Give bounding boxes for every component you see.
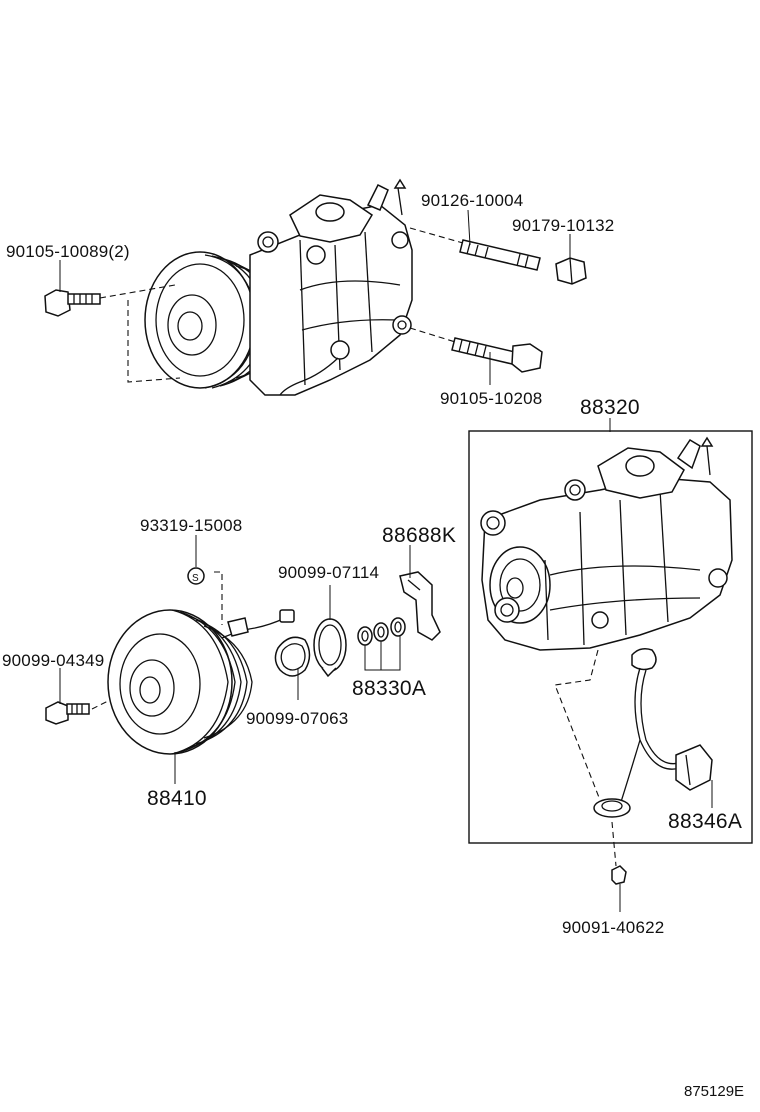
- bolt-clutch-drawing: [45, 701, 90, 725]
- label-snap-ring: 90099-07114: [278, 563, 379, 582]
- o-rings-drawing: [357, 617, 406, 646]
- label-bracket: 88688K: [382, 524, 456, 547]
- label-nut-top: 90179-10132: [512, 216, 614, 235]
- label-o-rings: 88330A: [352, 677, 426, 700]
- plug-drawing: S: [187, 567, 205, 585]
- label-plug: 93319-15008: [140, 516, 242, 535]
- label-stud-top: 90126-10004: [421, 191, 523, 210]
- label-compressor-assy: 88320: [580, 396, 640, 419]
- compressor-upper-drawing: [144, 178, 413, 396]
- svg-text:S: S: [192, 573, 199, 584]
- nut-drawing: [555, 257, 587, 285]
- clutch-pulley-drawing: [107, 609, 295, 755]
- shim-drawing: [274, 636, 311, 677]
- figure-reference-number: 875129E: [684, 1083, 744, 1100]
- switch-harness-drawing: [593, 648, 713, 818]
- stud-drawing: [459, 239, 541, 271]
- label-screw-bottom: 90091-40622: [562, 918, 664, 937]
- label-switch-harness: 88346A: [668, 810, 742, 833]
- compressor-lower-drawing: [480, 436, 733, 651]
- screw-bottom-drawing: [611, 821, 627, 885]
- assembly-lines-upper: [99, 227, 471, 383]
- bolt-upper-left-drawing: [44, 289, 101, 317]
- label-bolt-clutch: 90099-04349: [2, 651, 104, 670]
- bracket-drawing: [399, 571, 441, 641]
- label-bolt-top-left: 90105-10089(2): [6, 242, 130, 261]
- snap-ring-drawing: [313, 618, 347, 678]
- label-shim: 90099-07063: [246, 709, 348, 728]
- bolt-mid-drawing: [451, 337, 543, 373]
- label-bolt-mid: 90105-10208: [440, 389, 542, 408]
- leader-lines: [59, 209, 713, 912]
- label-clutch-assy: 88410: [147, 787, 207, 810]
